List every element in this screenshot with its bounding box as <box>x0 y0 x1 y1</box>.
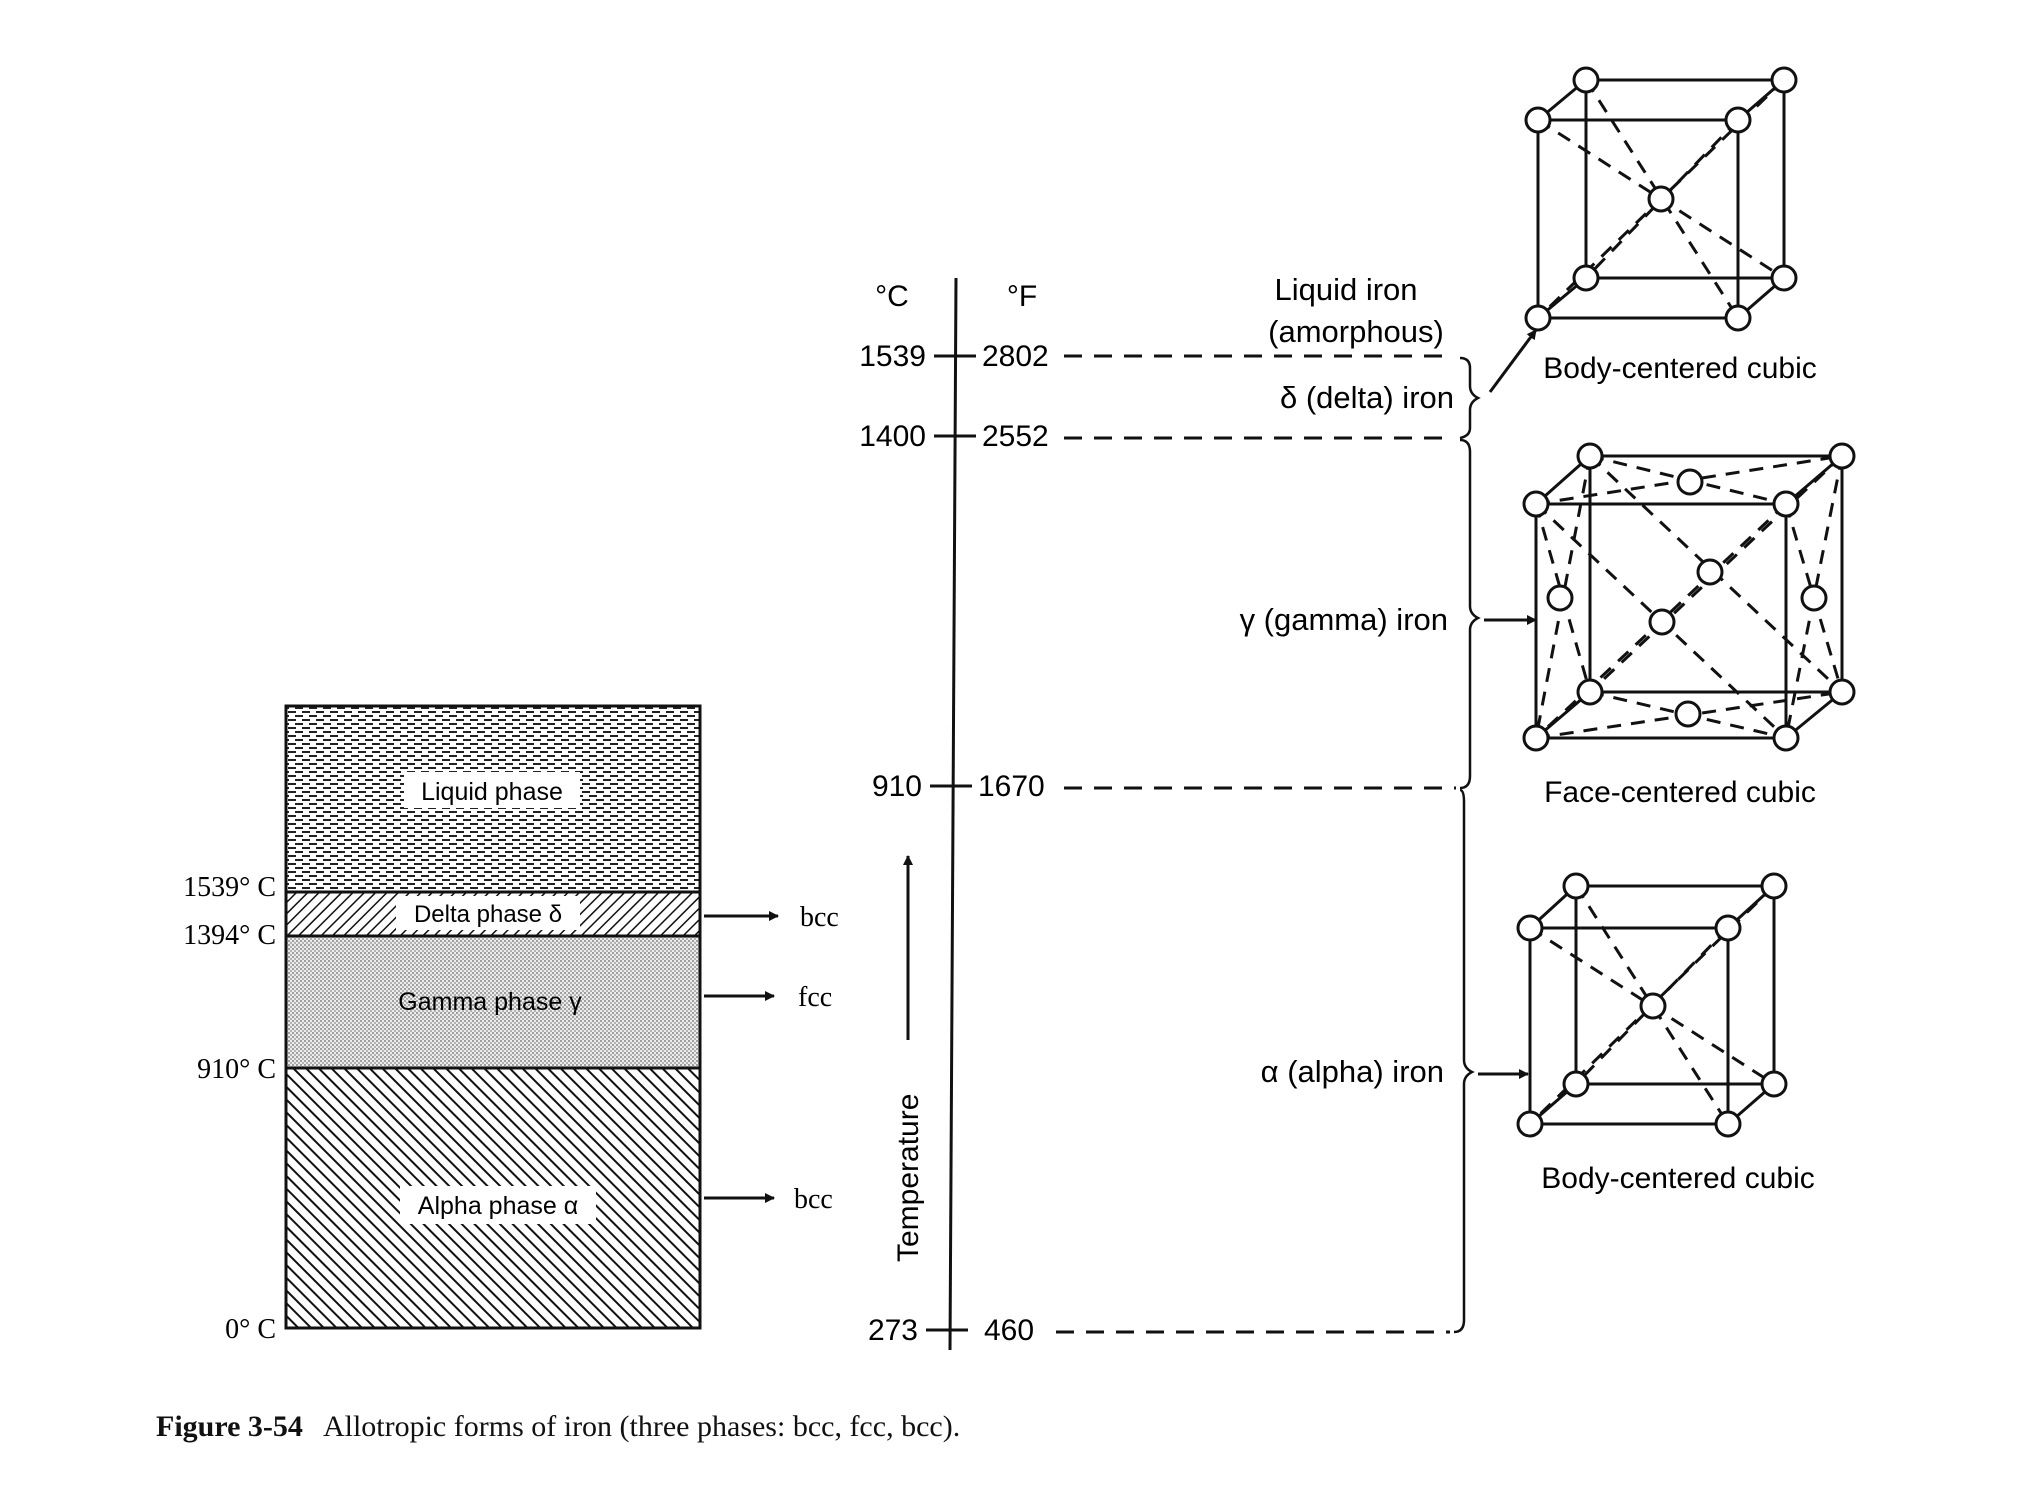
c-tick-1400: 1400 <box>859 420 926 453</box>
temp-label-910: 910° C <box>197 1054 276 1085</box>
f-tick-1670: 1670 <box>978 770 1045 803</box>
gamma-phase-region <box>286 936 700 1068</box>
bcc-lattice-top <box>1524 66 1798 332</box>
f-tick-2802: 2802 <box>982 340 1049 373</box>
temp-label-1539: 1539° C <box>183 872 276 903</box>
delta-phase-label: Delta phase δ <box>414 901 562 928</box>
alpha-phase-label: Alpha phase α <box>418 1192 578 1220</box>
gamma-iron-label: γ (gamma) iron <box>1240 602 1448 637</box>
c-tick-273: 273 <box>868 1314 918 1347</box>
temperature-axis-label: Temperature <box>892 1094 925 1262</box>
temp-label-1394: 1394° C <box>183 920 276 951</box>
alpha-structure-label: bcc <box>794 1184 833 1215</box>
phase-column: Liquid phase Delta phase δ Gamma phase γ… <box>183 704 839 1345</box>
figure-caption: Figure 3-54 Allotropic forms of iron (thr… <box>156 1410 960 1444</box>
bcc-top-label: Body-centered cubic <box>1543 352 1817 385</box>
phase-braces <box>1453 356 1481 1334</box>
scale-axis-line <box>948 277 958 1351</box>
liquid-iron-label-line2: (amorphous) <box>1268 314 1444 349</box>
c-tick-910: 910 <box>872 770 922 803</box>
alpha-iron-label: α (alpha) iron <box>1261 1054 1444 1089</box>
delta-lattice-pointer <box>1488 329 1538 393</box>
temperature-scale: °C °F 1539 1400 910 273 2802 2552 1670 4… <box>859 277 1456 1351</box>
delta-iron-label: δ (delta) iron <box>1280 380 1454 415</box>
fcc-label: Face-centered cubic <box>1544 776 1816 809</box>
temp-label-0: 0° C <box>225 1314 276 1345</box>
liquid-iron-label-line1: Liquid iron <box>1274 272 1417 307</box>
figure-caption-text: Allotropic forms of iron (three phases: … <box>322 1410 961 1443</box>
f-tick-460: 460 <box>984 1314 1034 1347</box>
gamma-structure-label: fcc <box>798 982 832 1013</box>
figure-number: Figure 3-54 <box>156 1410 303 1443</box>
fahrenheit-unit: °F <box>1007 280 1037 313</box>
fcc-lattice <box>1522 442 1856 752</box>
liquid-phase-label: Liquid phase <box>421 778 563 806</box>
celsius-unit: °C <box>875 280 909 313</box>
bcc-lattice-bottom <box>1516 872 1788 1138</box>
c-tick-1539: 1539 <box>859 340 926 373</box>
f-tick-2552: 2552 <box>982 420 1049 453</box>
gamma-phase-label: Gamma phase γ <box>398 988 582 1016</box>
delta-structure-label: bcc <box>800 902 839 933</box>
bcc-bottom-label: Body-centered cubic <box>1541 1162 1815 1195</box>
